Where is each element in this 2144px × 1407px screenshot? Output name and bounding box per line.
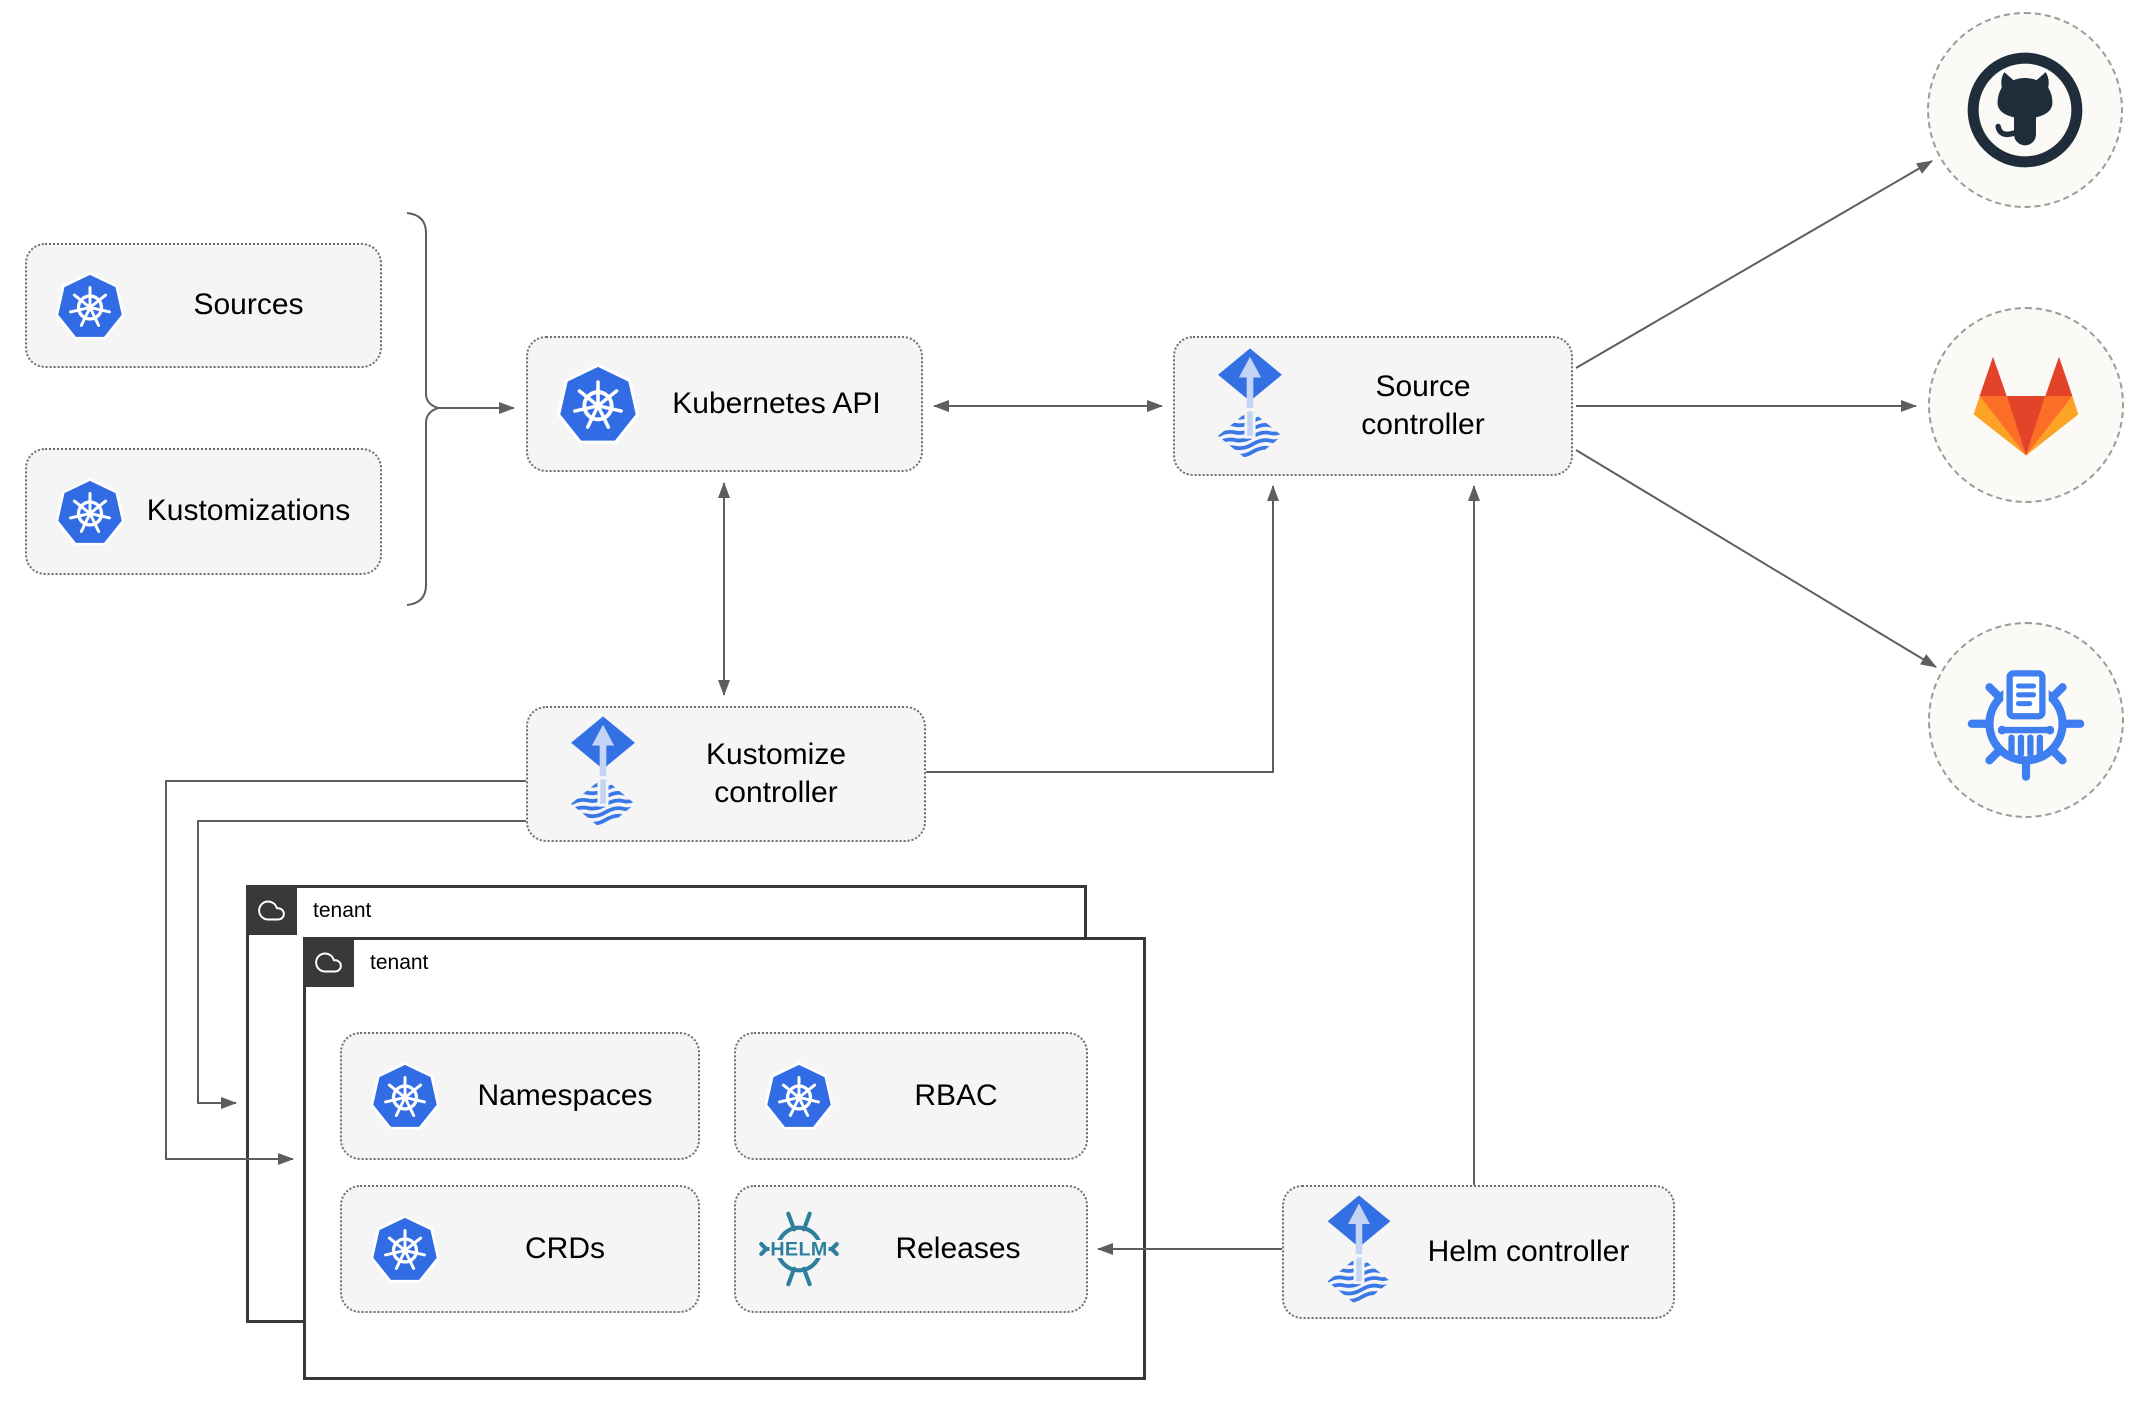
helm-wordmark: HELM [770,1239,827,1261]
node-rbac: RBAC [734,1032,1088,1160]
node-kustomizations: Kustomizations [25,448,382,575]
node-label: Releases [895,1231,1021,1265]
node-label: Source controller [1361,369,1485,441]
node-label: Kustomizations [146,494,351,528]
external-gitlab [1928,307,2124,503]
node-sources: Sources [25,243,382,368]
external-github [1927,12,2123,208]
edge-source-to-github [1575,160,1933,369]
node-kubernetes-api: Kubernetes API [526,336,923,472]
node-helm-controller: Helm controller [1282,1185,1675,1319]
tenant-label: tenant [370,951,429,974]
node-namespaces: Namespaces [340,1032,700,1160]
node-kustomize-controller: Kustomize controller [526,706,926,842]
tenant-label: tenant [313,899,372,922]
helm-icon: HELM [759,1211,839,1287]
kubernetes-icon [554,360,642,448]
harbor-registry-icon [1967,667,2085,781]
flux-icon [568,715,638,833]
node-label: Namespaces [477,1078,653,1112]
kubernetes-icon [762,1059,836,1133]
github-icon [1967,52,2083,168]
cloud-icon [303,937,354,987]
kubernetes-icon [368,1212,442,1286]
flux-icon [1324,1194,1394,1310]
gitlab-icon [1973,356,2079,456]
node-releases: HELM Releases [734,1185,1088,1313]
kubernetes-icon [53,269,127,343]
kubernetes-icon [368,1059,442,1133]
node-label: Sources [193,288,304,322]
flux-icon [1215,347,1285,465]
node-label: Kubernetes API [672,386,881,420]
node-label: Helm controller [1427,1234,1630,1268]
node-label: CRDs [525,1231,605,1265]
node-label: Kustomize controller [705,737,847,809]
node-label: RBAC [914,1078,998,1112]
node-source-controller: Source controller [1173,336,1573,476]
node-crds: CRDs [340,1185,700,1313]
edge-source-to-registry [1575,449,1937,668]
cloud-icon [246,885,297,935]
external-registry [1928,622,2124,818]
kubernetes-icon [53,475,127,549]
edge-kustomize-to-source-controller [926,485,1279,773]
edge-bracket [406,212,442,606]
